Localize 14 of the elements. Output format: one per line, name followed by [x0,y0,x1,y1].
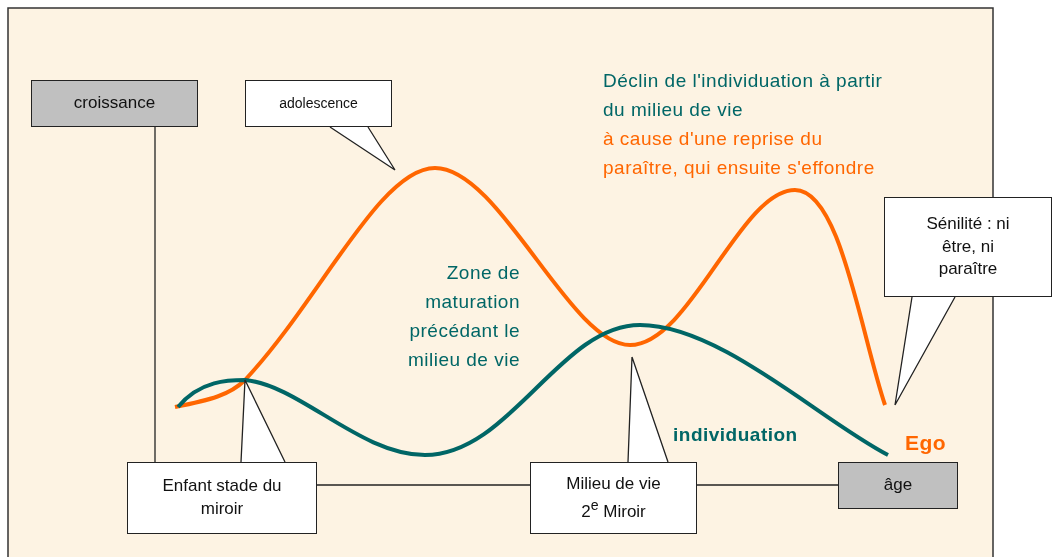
axis-label-box: croissance [31,80,198,127]
annotation-text: Déclin de l'individuation à partir du milieu de vie [603,69,884,122]
annotation-text: Zone de maturation précédant le milieu de vie [406,261,520,372]
connector-line [316,484,531,486]
axis-label-box: âge [838,462,958,509]
curve-label: individuation [673,423,799,447]
connector-line [154,126,156,463]
callout-pointer [329,126,396,171]
callout-pointer [627,356,669,463]
annotation-text: à cause d'une reprise du paraître, qui ensuite s'effondre [603,127,876,180]
callout-pointer [894,296,956,406]
callout-pointer [240,379,286,463]
curve-label: Ego [905,430,948,456]
connector-line [696,484,839,486]
